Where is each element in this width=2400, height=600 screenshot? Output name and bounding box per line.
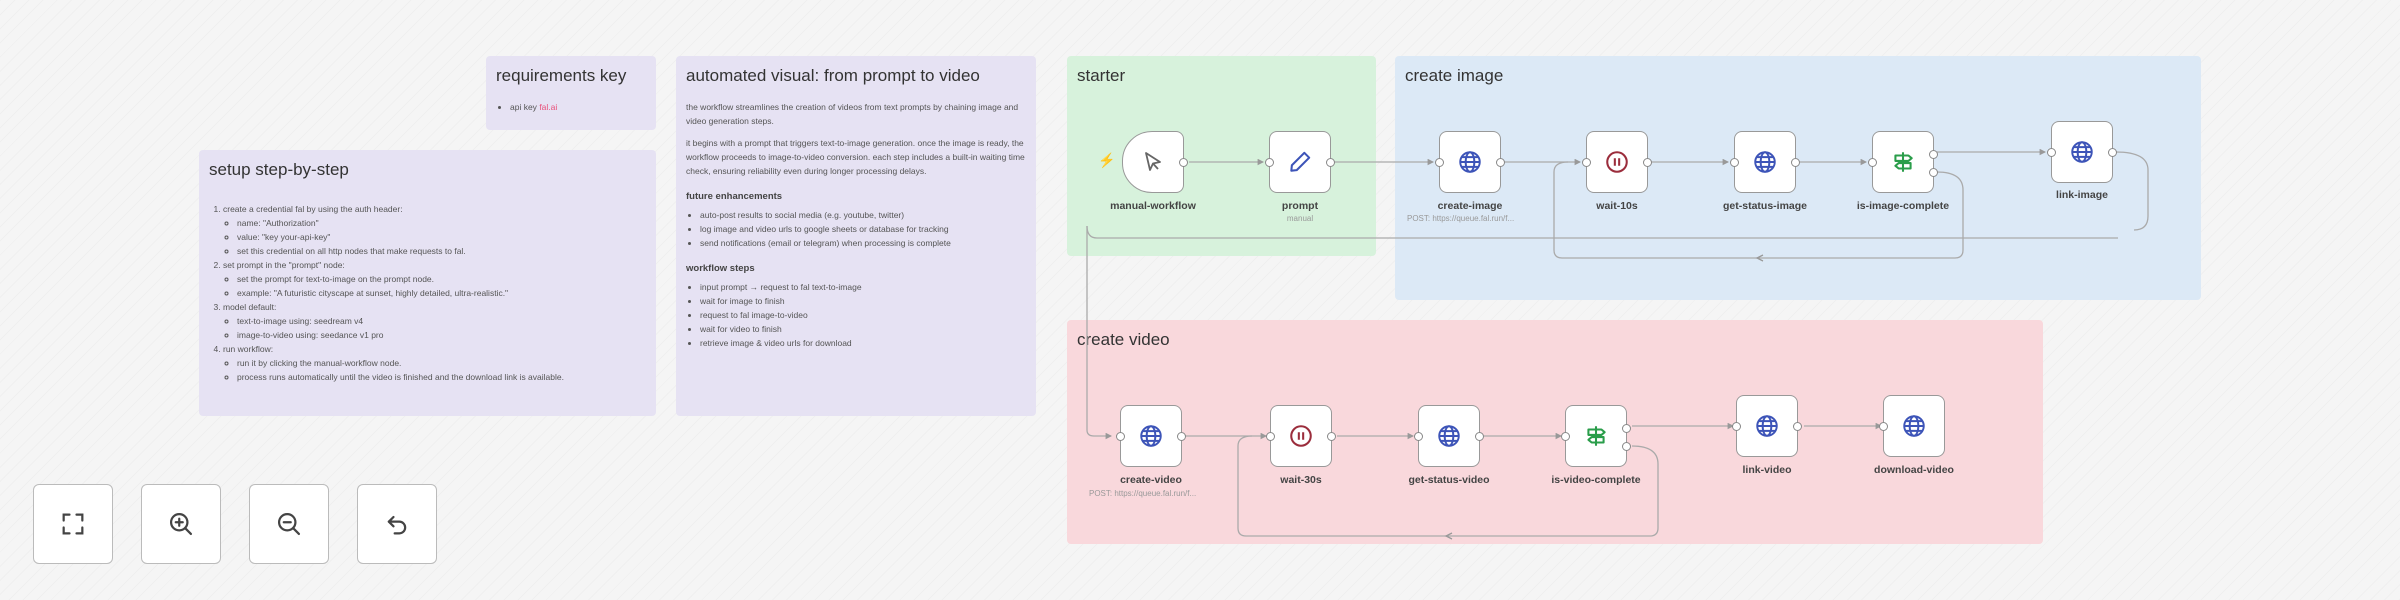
pause-icon (1290, 425, 1312, 447)
undo-button[interactable] (357, 484, 437, 564)
workflow-step-item: wait for video to finish (700, 322, 1026, 336)
setup-substep: value: "key your-api-key" (237, 230, 646, 244)
setup-substep: example: "A futuristic cityscape at suns… (237, 286, 646, 300)
zoom-out-icon (277, 512, 301, 536)
node-wait-10s[interactable] (1582, 131, 1652, 193)
node-wait-30s[interactable] (1266, 405, 1336, 467)
node-create-image[interactable] (1435, 131, 1505, 193)
node-label: create-video (1120, 474, 1182, 486)
long-wire (1086, 226, 1113, 440)
requirements-title: requirements key (496, 66, 627, 85)
loop-wire (1237, 435, 1659, 537)
cursor-icon (1145, 152, 1161, 171)
setup-substep: text-to-image using: seedream v4 (237, 314, 646, 328)
trigger-lightning-icon: ⚡ (1098, 152, 1116, 168)
node-label: get-status-video (1408, 474, 1490, 486)
future-heading: future enhancements (686, 191, 783, 202)
setup-substep: name: "Authorization" (237, 216, 646, 230)
node-label: prompt (1281, 200, 1319, 212)
zoom-out-button[interactable] (249, 484, 329, 564)
globe-icon (1903, 415, 1925, 437)
requirements-item: api key fal.ai (510, 100, 646, 114)
node-link-image[interactable] (2047, 121, 2117, 183)
future-item: log image and video urls to google sheet… (700, 222, 1026, 236)
setup-step: model default: text-to-image using: seed… (223, 300, 646, 342)
node-label: manual-workflow (1110, 200, 1196, 212)
create-video-title: create video (1077, 330, 1170, 349)
setup-substep: set the prompt for text-to-image on the … (237, 272, 646, 286)
node-prompt[interactable] (1265, 131, 1335, 193)
node-manual-workflow[interactable] (1122, 131, 1188, 193)
node-label: is-video-complete (1551, 474, 1641, 486)
node-get-status-video[interactable] (1414, 405, 1484, 467)
signpost-icon (1587, 426, 1606, 446)
automated-note[interactable]: automated visual: from prompt to video t… (676, 56, 1036, 416)
steps-heading: workflow steps (686, 263, 755, 274)
setup-substep: set this credential on all http nodes th… (237, 244, 646, 258)
starter-title: starter (1077, 66, 1126, 85)
node-label: wait-30s (1280, 474, 1322, 486)
loop-wire (1553, 161, 1964, 259)
setup-substep: image-to-video using: seedance v1 pro (237, 328, 646, 342)
automated-para: the workflow streamlines the creation of… (686, 102, 1019, 126)
future-item: auto-post results to social media (e.g. … (700, 208, 1026, 222)
globe-icon (1756, 415, 1778, 437)
setup-substep: run it by clicking the manual-workflow n… (237, 356, 646, 370)
globe-icon (2071, 141, 2093, 163)
node-is-image-complete[interactable] (1868, 131, 1938, 193)
node-label: link-video (1742, 464, 1792, 476)
node-link-video[interactable] (1732, 395, 1802, 457)
globe-icon (1140, 425, 1162, 447)
node-label: is-image-complete (1856, 200, 1950, 212)
node-label: create-image (1437, 200, 1503, 212)
globe-icon (1438, 425, 1460, 447)
setup-note[interactable]: setup step-by-step create a credential f… (199, 150, 656, 416)
setup-step: set prompt in the "prompt" node: set the… (223, 258, 646, 300)
setup-substep: process runs automatically until the vid… (237, 370, 646, 384)
pause-icon (1606, 151, 1628, 173)
globe-icon (1459, 151, 1481, 173)
create-image-title: create image (1405, 66, 1504, 85)
node-create-video[interactable] (1116, 405, 1186, 467)
zoom-in-icon (169, 512, 193, 536)
zoom-in-button[interactable] (141, 484, 221, 564)
requirements-note[interactable]: requirements key api key fal.ai (486, 56, 656, 130)
node-get-status-image[interactable] (1730, 131, 1800, 193)
setup-title: setup step-by-step (209, 160, 349, 179)
automated-para: it begins with a prompt that triggers te… (686, 138, 1025, 176)
fit-view-button[interactable] (33, 484, 113, 564)
setup-step: create a credential fal by using the aut… (223, 202, 646, 258)
node-label: link-image (2056, 189, 2108, 201)
signpost-icon (1894, 152, 1913, 172)
node-sublabel: POST: https://queue.fal.run/f... (1089, 489, 1197, 498)
future-item: send notifications (email or telegram) w… (700, 236, 1026, 250)
pencil-icon (1290, 151, 1311, 172)
wire (2115, 151, 2149, 231)
node-label: download-video (1874, 464, 1954, 476)
node-is-video-complete[interactable] (1561, 405, 1631, 467)
node-sublabel: manual (1286, 214, 1314, 223)
create-video-note[interactable]: create video (1067, 320, 2043, 544)
node-label: get-status-image (1722, 200, 1807, 212)
workflow-step-item: input prompt → request to fal text-to-im… (700, 280, 1026, 294)
workflow-step-item: request to fal image-to-video (700, 308, 1026, 322)
workflow-step-item: retrieve image & video urls for download (700, 336, 1026, 350)
node-label: wait-10s (1596, 200, 1638, 212)
node-download-video[interactable] (1879, 395, 1945, 457)
automated-title: automated visual: from prompt to video (686, 66, 980, 85)
workflow-step-item: wait for image to finish (700, 294, 1026, 308)
setup-step: run workflow: run it by clicking the man… (223, 342, 646, 384)
loop-arrow (1755, 254, 1764, 262)
globe-icon (1754, 151, 1776, 173)
expand-icon (62, 513, 84, 535)
undo-icon (387, 515, 407, 535)
node-sublabel: POST: https://queue.fal.run/f... (1407, 214, 1515, 223)
loop-arrow (1444, 532, 1453, 540)
